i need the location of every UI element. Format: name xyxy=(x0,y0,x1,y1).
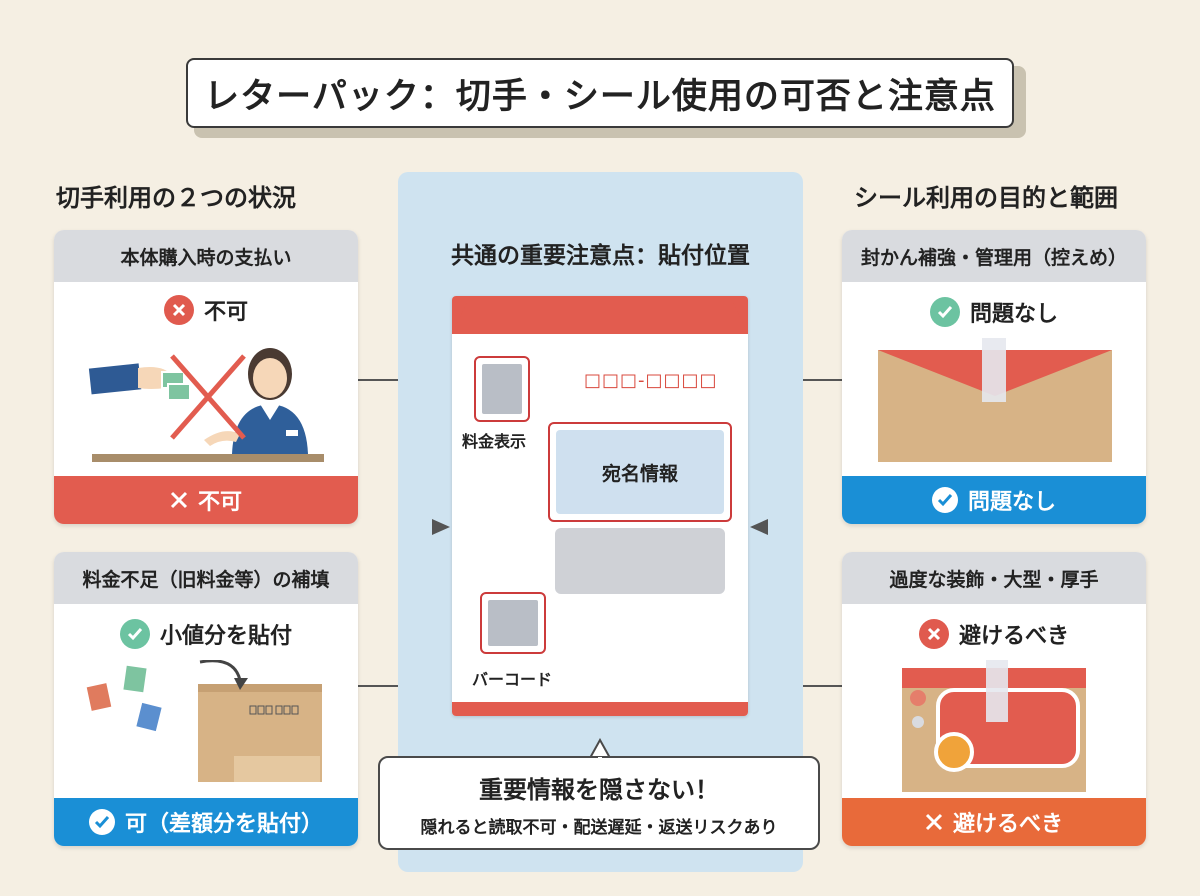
card-header: 封かん補強・管理用（控えめ） xyxy=(842,230,1146,282)
fee-display-label: 料金表示 xyxy=(462,432,527,451)
footer-text: 避けるべき xyxy=(952,812,1063,837)
envelope-bottom-band xyxy=(452,702,748,716)
card-excessive-decoration: 過度な装飾・大型・厚手 避けるべき 避けるべき xyxy=(842,552,1146,846)
check-circle-icon xyxy=(88,809,115,835)
callout-pointer-join xyxy=(598,757,602,760)
callout-main-text: 重要情報を隠さない！ xyxy=(479,776,719,804)
postal-code-boxes: □□□-□□□□ xyxy=(584,370,718,391)
card-footer: 問題なし xyxy=(842,476,1146,524)
check-circle-icon xyxy=(119,619,150,649)
card-purchase-payment: 本体購入時の支払い 不可 不可 xyxy=(54,230,358,524)
card-status: 問題なし xyxy=(842,296,1146,328)
decorated-envelope-illustration xyxy=(902,660,1086,792)
sender-area xyxy=(555,528,725,594)
right-section-heading: シール利用の目的と範囲 xyxy=(854,184,1118,212)
counter-payment-illustration xyxy=(88,348,324,462)
check-circle-icon xyxy=(931,487,958,513)
check-circle-icon xyxy=(929,297,960,327)
footer-text: 不可 xyxy=(197,490,242,515)
status-text: 問題なし xyxy=(969,302,1058,327)
card-header: 過度な装飾・大型・厚手 xyxy=(842,552,1146,604)
arrow-right-icon xyxy=(432,519,450,535)
status-text: 小値分を貼付 xyxy=(159,624,292,649)
important-callout: 重要情報を隠さない！ 隠れると読取不可・配送遅延・返送リスクあり xyxy=(378,756,820,850)
card-status: 不可 xyxy=(54,294,358,326)
card-footer: 可（差額分を貼付） xyxy=(54,798,358,846)
card-status: 小値分を貼付 xyxy=(54,618,358,650)
barcode-icon xyxy=(488,600,538,646)
card-header: 料金不足（旧料金等）の補填 xyxy=(54,552,358,604)
barcode-frame xyxy=(480,592,546,654)
arrow-left-icon xyxy=(750,519,768,535)
x-icon xyxy=(925,813,943,831)
envelope-flap xyxy=(453,296,747,330)
left-section-heading: 切手利用の２つの状況 xyxy=(56,184,296,212)
x-circle-icon xyxy=(918,619,949,649)
status-text: 避けるべき xyxy=(958,624,1069,649)
callout-sub-text: 隠れると読取不可・配送遅延・返送リスクあり xyxy=(420,818,778,838)
status-text: 不可 xyxy=(203,300,248,325)
address-frame: 宛名情報 xyxy=(548,422,732,522)
stamps-to-box-illustration xyxy=(84,660,322,782)
footer-text: 可（差額分を貼付） xyxy=(124,812,323,837)
card-status: 避けるべき xyxy=(842,618,1146,650)
address-label: 宛名情報 xyxy=(556,430,724,514)
x-icon xyxy=(170,491,188,509)
card-seal-reinforcement: 封かん補強・管理用（控えめ） 問題なし 問題なし xyxy=(842,230,1146,524)
x-circle-icon xyxy=(163,295,194,325)
card-footer: 避けるべき xyxy=(842,798,1146,846)
fee-stamp-icon xyxy=(482,364,522,414)
footer-text: 問題なし xyxy=(967,490,1056,515)
card-postage-supplement: 料金不足（旧料金等）の補填 小値分を貼付 可（差額分を貼付） xyxy=(54,552,358,846)
barcode-label: バーコード xyxy=(472,670,553,689)
card-header: 本体購入時の支払い xyxy=(54,230,358,282)
sealed-envelope-illustration xyxy=(878,338,1112,462)
page-title: レターパック：切手・シール使用の可否と注意点 xyxy=(186,58,1014,128)
center-heading: 共通の重要注意点：貼付位置 xyxy=(451,243,750,269)
card-footer: 不可 xyxy=(54,476,358,524)
fee-stamp-frame xyxy=(474,356,530,422)
